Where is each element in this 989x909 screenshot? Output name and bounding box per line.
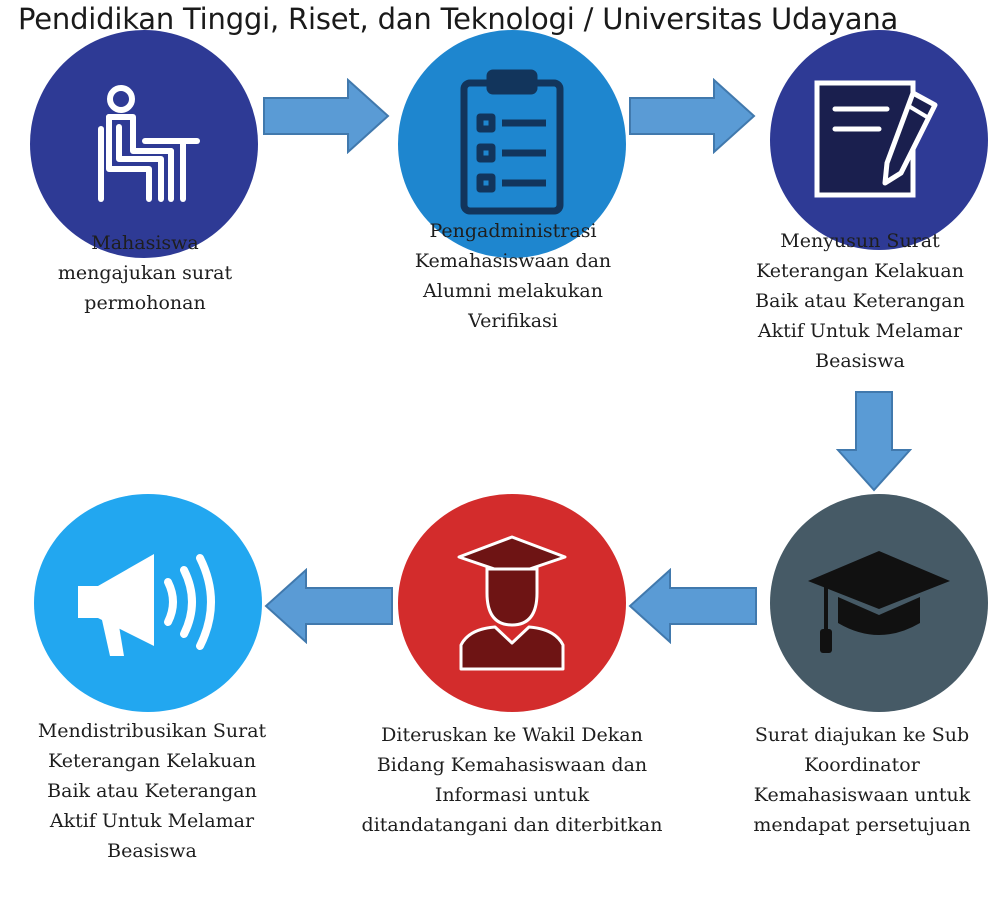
caption-line: Mendistribusikan Surat [37, 720, 267, 742]
step-3-circle [770, 30, 988, 250]
caption-line: Mahasiswa [91, 232, 199, 254]
arrow-right-1 [263, 78, 390, 154]
caption-line: Baik atau Keterangan [755, 290, 965, 312]
arrow-down [836, 391, 912, 492]
step-6-circle [34, 494, 262, 712]
step-6-caption: Mendistribusikan Surat Keterangan Kelaku… [24, 716, 280, 866]
step-4-caption: Surat diajukan ke Sub Koordinator Kemaha… [740, 720, 984, 840]
caption-line: Beasiswa [815, 350, 905, 372]
document-pen-icon [814, 80, 938, 198]
caption-line: Pengadministrasi [429, 220, 597, 242]
caption-line: Keterangan Kelakuan [756, 260, 964, 282]
caption-line: Verifikasi [468, 310, 558, 332]
person-seated-at-desk-icon [98, 85, 200, 202]
caption-line: Kemahasiswaan untuk [753, 784, 971, 806]
caption-line: Kemahasiswaan dan [414, 250, 612, 272]
step-2-caption: Pengadministrasi Kemahasiswaan dan Alumn… [388, 216, 638, 336]
graduation-cap-icon [808, 551, 950, 653]
step-5-caption: Diteruskan ke Wakil Dekan Bidang Kemahas… [360, 720, 664, 840]
caption-line: Surat diajukan ke Sub [754, 724, 970, 746]
caption-line: Diteruskan ke Wakil Dekan [381, 724, 643, 746]
caption-line: Aktif Untuk Melamar [49, 810, 255, 832]
caption-line: Keterangan Kelakuan [48, 750, 256, 772]
megaphone-icon [78, 554, 215, 656]
caption-line: permohonan [84, 292, 206, 314]
caption-line: ditandatangani dan diterbitkan [361, 814, 663, 836]
caption-line: Baik atau Keterangan [47, 780, 257, 802]
caption-line: Koordinator [804, 754, 920, 776]
page-header: Pendidikan Tinggi, Riset, dan Teknologi … [18, 2, 899, 36]
caption-line: Aktif Untuk Melamar [757, 320, 963, 342]
clipboard-checklist-icon [460, 69, 564, 215]
arrow-left-1 [628, 568, 757, 644]
caption-line: Alumni melakukan [423, 280, 603, 302]
caption-line: mengajukan surat [57, 262, 233, 284]
step-1-caption: Mahasiswa mengajukan surat permohonan [40, 228, 250, 318]
step-3-caption: Menyusun Surat Keterangan Kelakuan Baik … [738, 226, 982, 376]
caption-line: Bidang Kemahasiswaan dan [376, 754, 648, 776]
arrow-left-2 [264, 568, 393, 644]
step-4-circle [770, 494, 988, 712]
caption-line: Beasiswa [107, 840, 197, 862]
graduate-person-icon [457, 535, 567, 671]
caption-line: Menyusun Surat [780, 230, 940, 252]
caption-line: Informasi untuk [434, 784, 590, 806]
step-1-circle [30, 30, 258, 258]
step-2-circle [398, 30, 626, 258]
step-5-circle [398, 494, 626, 712]
arrow-right-2 [629, 78, 756, 154]
caption-line: mendapat persetujuan [753, 814, 971, 836]
